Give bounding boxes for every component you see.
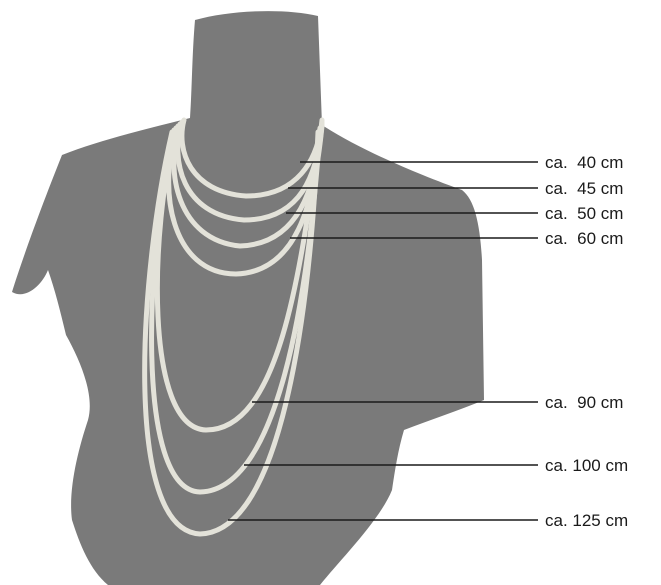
length-label-45cm: ca. 45 cm (545, 179, 623, 198)
length-label-60cm: ca. 60 cm (545, 229, 623, 248)
length-label-100cm: ca. 100 cm (545, 456, 628, 475)
length-label-90cm: ca. 90 cm (545, 393, 623, 412)
length-label-40cm: ca. 40 cm (545, 153, 623, 172)
length-label-125cm: ca. 125 cm (545, 511, 628, 530)
length-labels: ca. 40 cm ca. 45 cm ca. 50 cm ca. 60 cm … (545, 153, 628, 530)
length-label-50cm: ca. 50 cm (545, 204, 623, 223)
